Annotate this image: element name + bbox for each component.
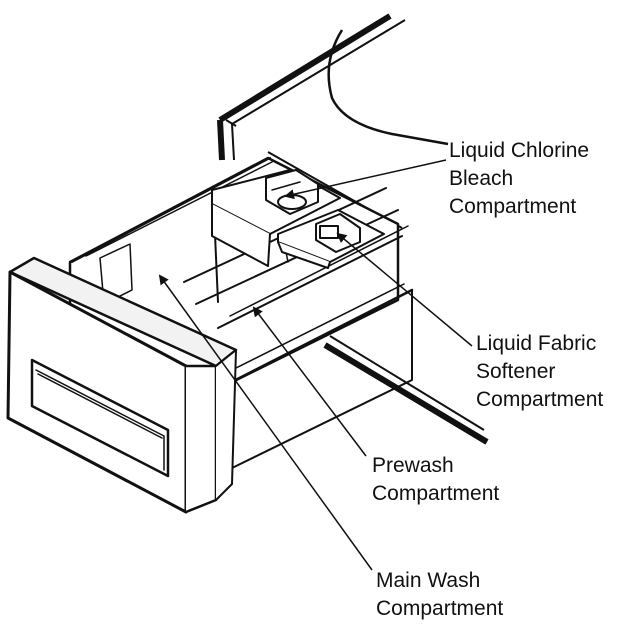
softener-compartment-label: Liquid Fabric Softener Compartment — [476, 330, 603, 414]
bleach-label-line-3: Compartment — [449, 195, 577, 218]
bleach-compartment-label: Liquid Chlorine Bleach Compartment — [449, 137, 589, 221]
bleach-leader-line — [284, 159, 447, 200]
leader-lines — [158, 159, 473, 571]
drawer-front-handle — [6, 256, 238, 514]
softener-cup-siphon-cap — [319, 225, 339, 239]
bleach-cup-siphon-cap — [277, 194, 307, 210]
bleach-label-line-2: Bleach — [449, 167, 514, 190]
prewash-leader-line — [252, 306, 367, 457]
main-wash-leader-line — [158, 274, 373, 571]
main-wash-label-line-1: Main Wash — [376, 569, 481, 592]
main-wash-label-line-2: Compartment — [376, 597, 504, 620]
softener-leader-line — [336, 232, 473, 347]
prewash-label-line-1: Prewash — [372, 454, 454, 477]
prewash-compartment-label: Prewash Compartment — [372, 452, 499, 508]
main-wash-compartment-label: Main Wash Compartment — [376, 567, 503, 623]
softener-label-line-2: Softener — [476, 360, 556, 383]
softener-label-line-3: Compartment — [476, 388, 604, 411]
prewash-label-line-2: Compartment — [372, 482, 500, 505]
bleach-label-line-1: Liquid Chlorine — [449, 139, 590, 162]
softener-label-line-1: Liquid Fabric — [476, 332, 597, 355]
